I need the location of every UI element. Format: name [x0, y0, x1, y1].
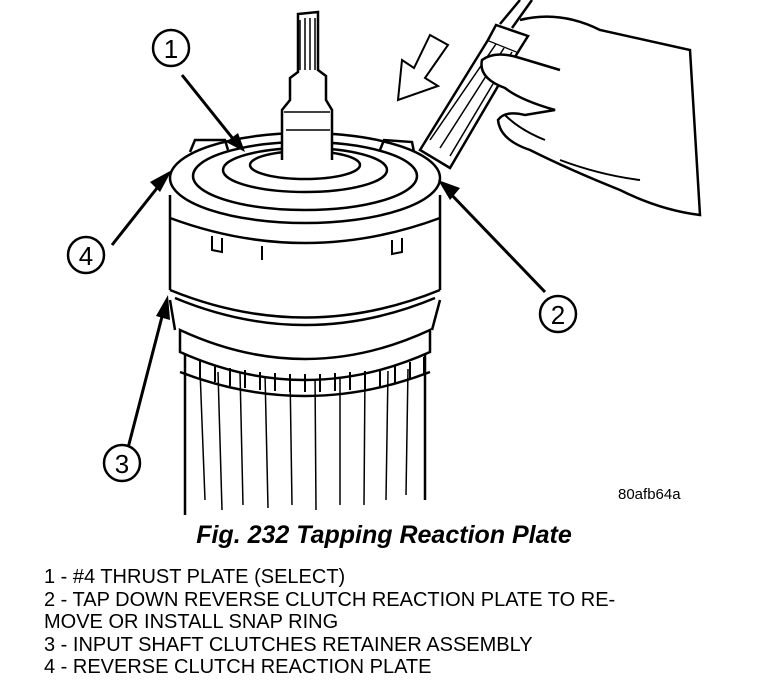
clutch-retainer-drum — [178, 328, 432, 515]
callout-circle-4 — [66, 235, 106, 275]
transmission-illustration: 1 2 3 4 — [66, 0, 702, 515]
callout-label-1: 1 — [164, 34, 178, 64]
callout-circle-2 — [538, 294, 578, 334]
callout-circle-1 — [151, 28, 191, 68]
legend-item: 3 - INPUT SHAFT CLUTCHES RETAINER ASSEMB… — [44, 633, 533, 656]
callout-label-4: 4 — [79, 241, 93, 271]
legend-item: 1 - #4 THRUST PLATE (SELECT) — [44, 566, 346, 588]
callout-label-2: 2 — [551, 300, 565, 330]
reaction-plate-housing — [168, 195, 442, 331]
legend-item: 4 - REVERSE CLUTCH REACTION PLATE — [44, 656, 432, 678]
legend-item: 2 - TAP DOWN REVERSE CLUTCH REACTION PLA… — [44, 588, 616, 611]
figure-legend: 1 - #4 THRUST PLATE (SELECT) 2 - TAP DOW… — [44, 566, 744, 679]
figure-code: 80afb64a — [618, 486, 681, 503]
hand-illustration — [480, 15, 702, 217]
callout-label-3: 3 — [115, 449, 129, 479]
callout-circle-3 — [102, 443, 142, 483]
figure-title: Fig. 232 Tapping Reaction Plate — [196, 521, 572, 549]
callout-leaders — [110, 74, 547, 449]
legend-item: MOVE OR INSTALL SNAP RING — [44, 611, 339, 633]
input-shaft — [280, 10, 334, 160]
direction-arrow — [396, 33, 450, 102]
